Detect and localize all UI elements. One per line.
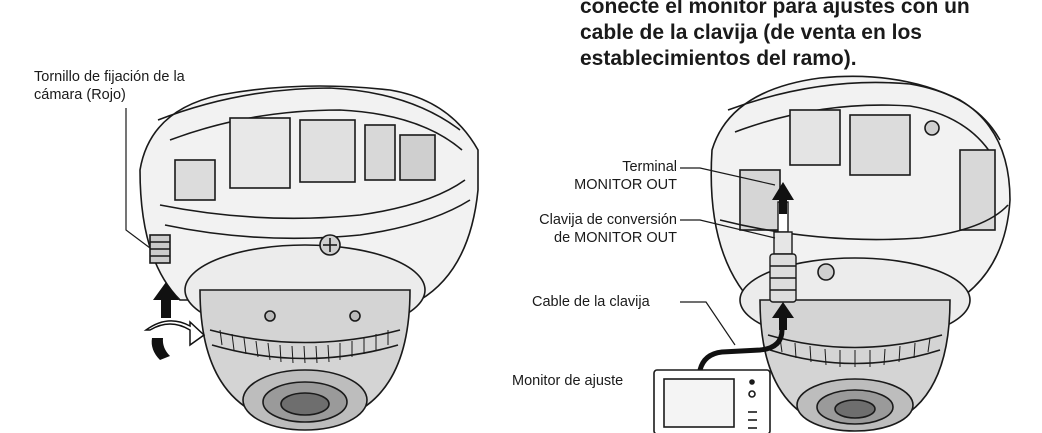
up-arrow-icon [153,282,179,318]
heading-line-1: conecte el monitor para ajustes con un [580,0,970,18]
heading-line-2: cable de la clavija (de venta en los [580,21,922,44]
plug-up-arrow-icon [772,302,794,330]
monitor-label: Monitor de ajuste [512,373,624,389]
setup-monitor [653,369,771,433]
adapter-label: Clavija de conversión de MONITOR OUT [539,212,677,246]
screw-leader-line [125,108,151,249]
cable-label: Cable de la clavija [532,294,650,310]
screw-label: Tornillo de fijación de la cámara (Rojo) [34,69,185,103]
right-leader-lines [680,167,776,346]
rotate-arrow-icon [143,320,206,360]
plug-cable [697,329,785,371]
terminal-up-arrow-icon [772,182,794,214]
terminal-label: Terminal MONITOR OUT [574,159,677,193]
heading-line-3: establecimientos del ramo). [580,47,857,70]
left-camera [139,85,479,431]
instruction-heading: conecte el monitor para ajustes con un c… [580,0,1040,72]
